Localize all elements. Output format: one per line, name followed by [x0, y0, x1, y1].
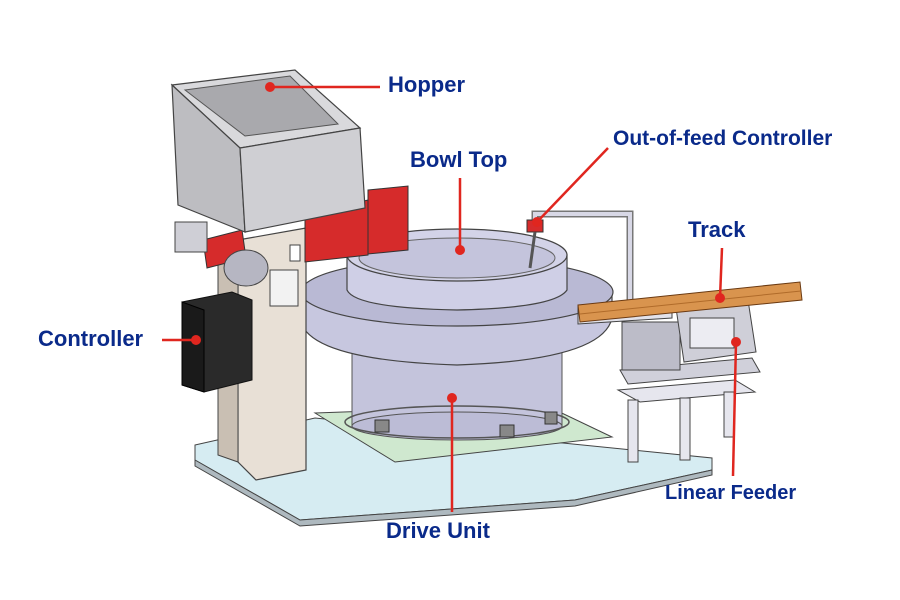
label-drive-unit: Drive Unit	[386, 518, 490, 543]
red-dot-icon	[731, 337, 741, 347]
red-dot-icon	[265, 82, 275, 92]
label-out-of-feed-controller: Out-of-feed Controller	[613, 127, 833, 150]
linear-feeder-leader	[731, 341, 738, 477]
linear-feeder	[616, 299, 761, 463]
hopper	[170, 69, 366, 233]
red-dot-icon	[455, 245, 465, 255]
base-plate	[194, 417, 713, 527]
red-dot-icon	[447, 393, 457, 403]
label-hopper: Hopper	[388, 72, 465, 97]
drive-unit	[344, 349, 570, 441]
label-controller: Controller	[38, 326, 144, 351]
leader-dots	[191, 82, 741, 403]
red-dot-icon	[191, 335, 201, 345]
controller-box	[181, 291, 253, 393]
red-dot-icon	[715, 293, 725, 303]
hopper-bracket	[174, 185, 409, 287]
out-of-feed-leader	[536, 147, 609, 223]
label-linear-feeder: Linear Feeder	[665, 482, 797, 504]
leader-lines	[162, 85, 738, 512]
track	[577, 281, 803, 323]
red-dot-icon	[532, 217, 542, 227]
label-bowl-top: Bowl Top	[410, 147, 508, 172]
label-track: Track	[688, 217, 746, 242]
bowl	[299, 228, 614, 366]
track-leader	[718, 247, 724, 299]
